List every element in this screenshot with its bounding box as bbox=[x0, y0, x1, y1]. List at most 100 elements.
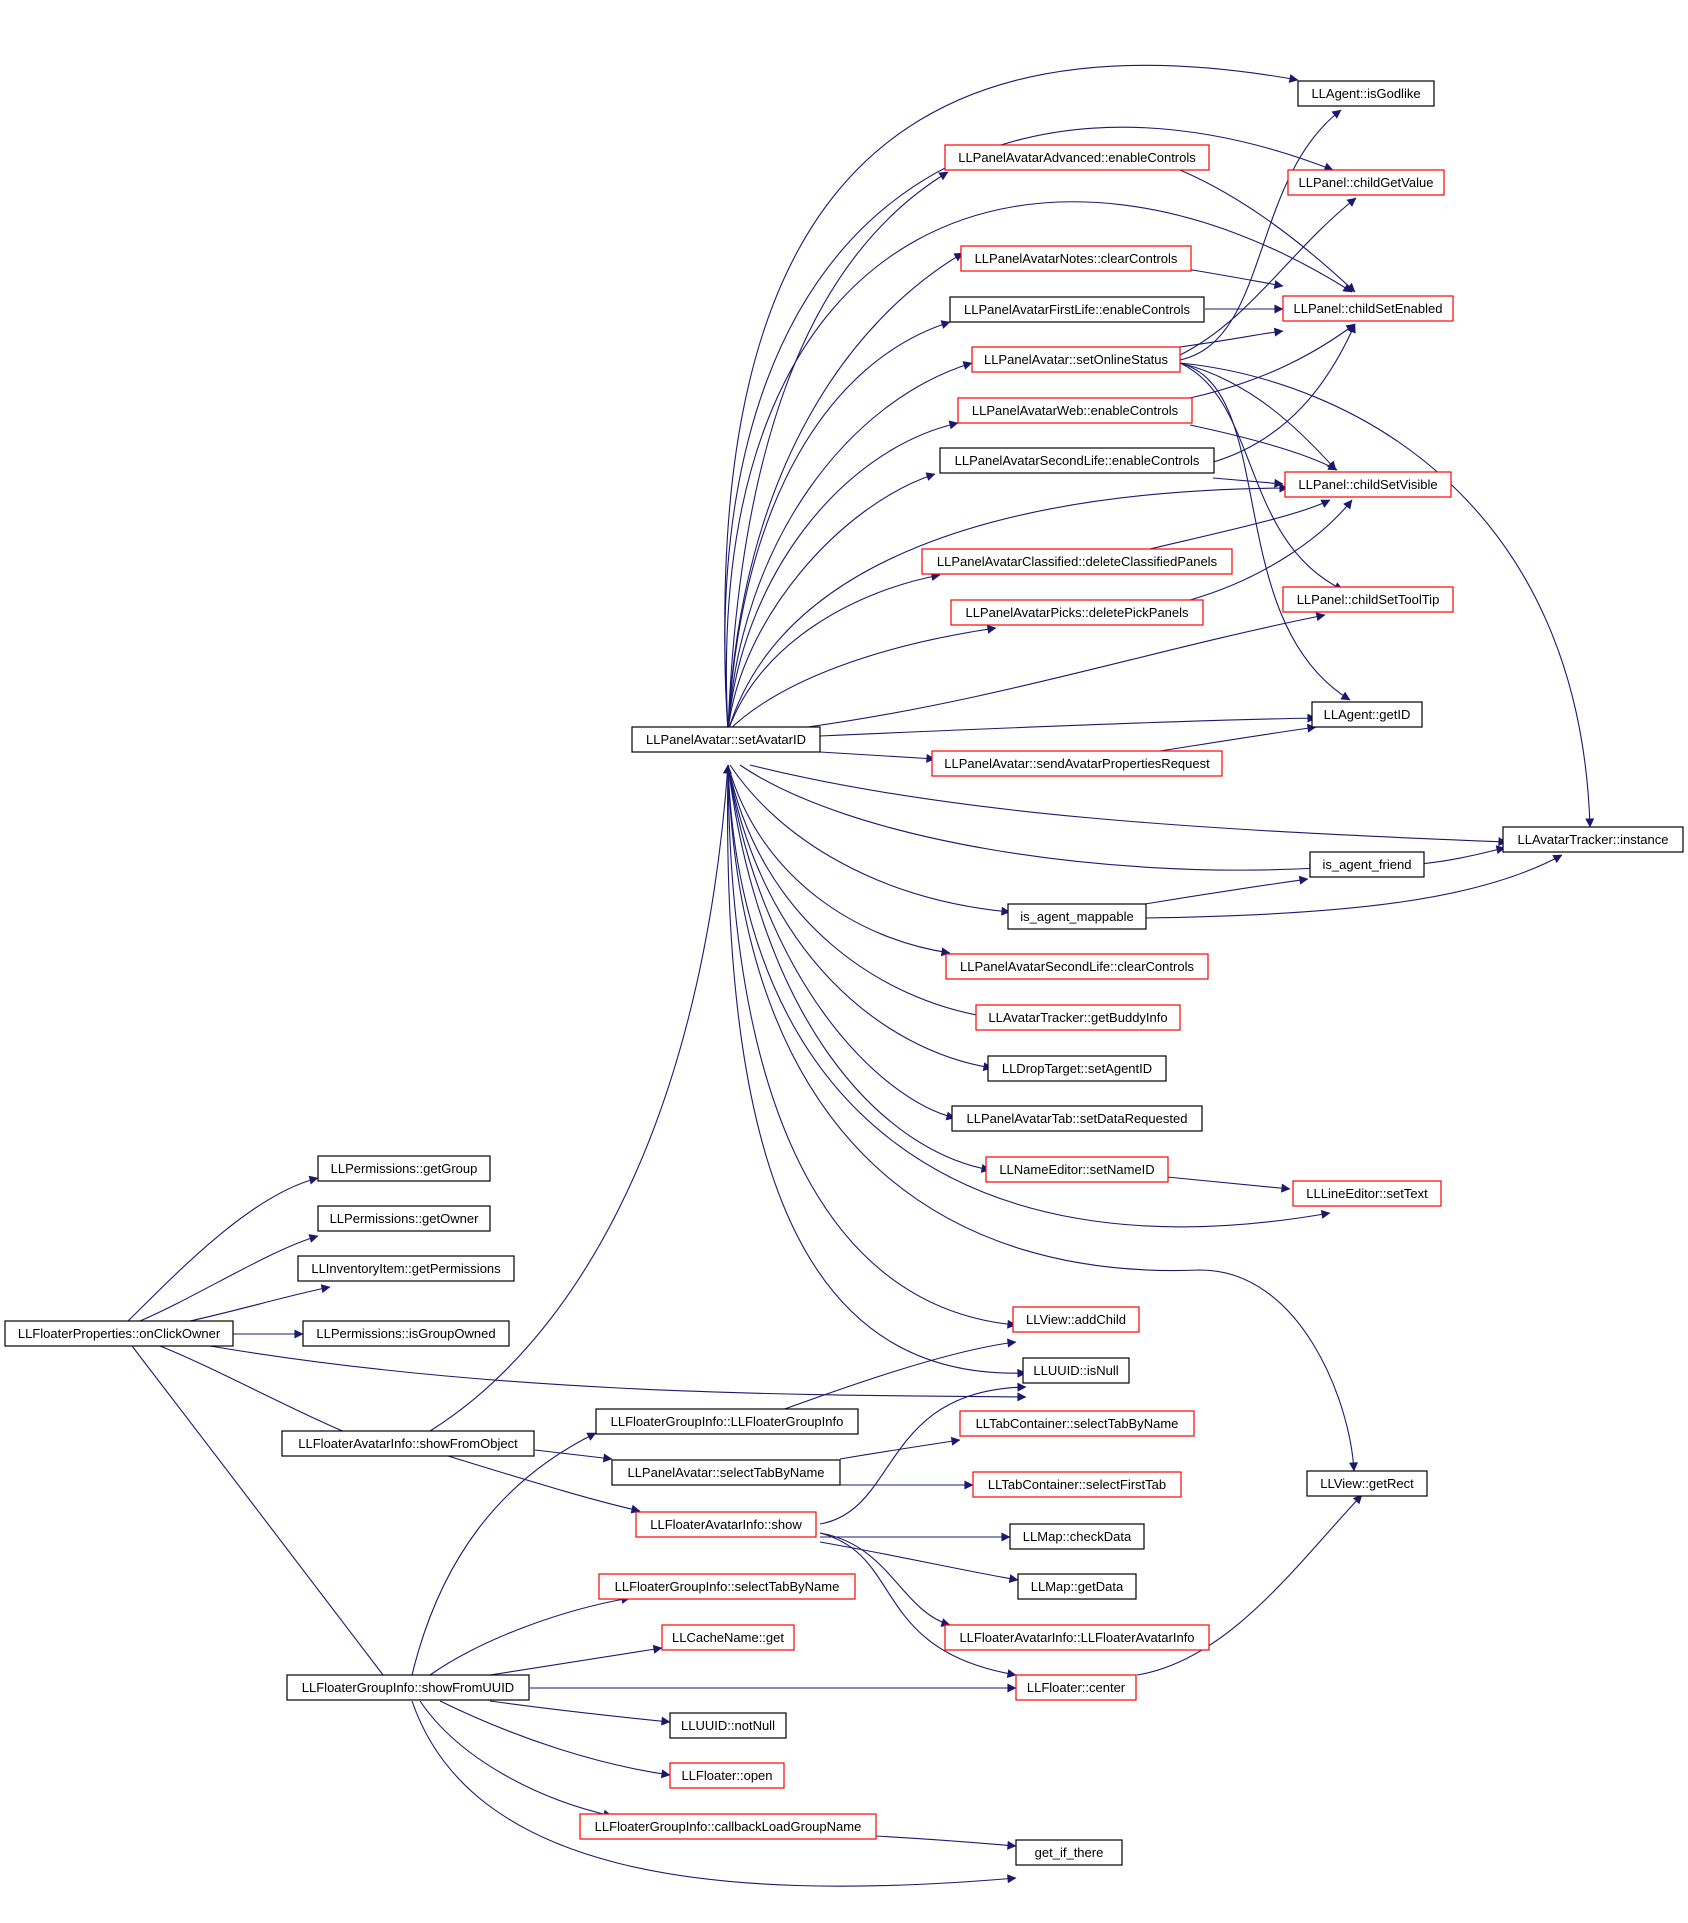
node-selecttabbyname[interactable]: LLPanelAvatar::selectTabByName bbox=[611, 1459, 841, 1486]
edge-setavatarid-setonlinestatus bbox=[727, 361, 973, 732]
node-sendreq[interactable]: LLPanelAvatar::sendAvatarPropertiesReque… bbox=[931, 750, 1223, 777]
node-slclear[interactable]: LLPanelAvatarSecondLife::clearControls bbox=[945, 953, 1209, 980]
node-childgetvalue[interactable]: LLPanel::childGetValue bbox=[1287, 169, 1445, 196]
edge-onlinestatus-getid bbox=[1179, 362, 1351, 701]
edge-center-getrect bbox=[1136, 1494, 1363, 1676]
node-getifthere[interactable]: get_if_there bbox=[1015, 1839, 1123, 1866]
svg-text:LLMap::getData: LLMap::getData bbox=[1031, 1579, 1124, 1594]
svg-text:LLAgent::isGodlike: LLAgent::isGodlike bbox=[1311, 86, 1420, 101]
node-getrect[interactable]: LLView::getRect bbox=[1306, 1470, 1428, 1497]
svg-text:LLPanel::childSetVisible: LLPanel::childSetVisible bbox=[1298, 477, 1437, 492]
edge-fgictor-addchild bbox=[759, 1338, 1017, 1419]
edge-showfromuuid-getifthere bbox=[411, 1700, 1017, 1887]
node-addchild[interactable]: LLView::addChild bbox=[1012, 1306, 1140, 1333]
edge-root-showfromobject bbox=[159, 1345, 373, 1445]
edge-showfromobject-selecttabbyname bbox=[534, 1449, 613, 1463]
node-getbuddyinfo[interactable]: LLAvatarTracker::getBuddyInfo bbox=[975, 1004, 1181, 1031]
edge-root-getpermissions bbox=[189, 1284, 331, 1322]
edge-setavatarid-childsetenabled bbox=[725, 201, 1353, 732]
svg-text:is_agent_mappable: is_agent_mappable bbox=[1020, 909, 1133, 924]
node-getgroup[interactable]: LLPermissions::getGroup bbox=[317, 1155, 491, 1182]
edge-slenable-childsetvisible bbox=[1212, 477, 1284, 488]
edge-ismappable-isfriend bbox=[1144, 875, 1309, 905]
node-getowner[interactable]: LLPermissions::getOwner bbox=[317, 1205, 491, 1232]
node-childsetenabled[interactable]: LLPanel::childSetEnabled bbox=[1282, 295, 1454, 322]
edge-setavatarid-slenable bbox=[727, 472, 936, 732]
node-setdatareq[interactable]: LLPanelAvatarTab::setDataRequested bbox=[951, 1105, 1203, 1132]
svg-text:LLPanelAvatarWeb::enableContro: LLPanelAvatarWeb::enableControls bbox=[972, 403, 1179, 418]
node-setagentid[interactable]: LLDropTarget::setAgentID bbox=[987, 1055, 1167, 1082]
svg-text:LLPanel::childSetEnabled: LLPanel::childSetEnabled bbox=[1294, 301, 1443, 316]
node-isnull[interactable]: LLUUID::isNull bbox=[1022, 1357, 1130, 1384]
svg-text:LLInventoryItem::getPermission: LLInventoryItem::getPermissions bbox=[311, 1261, 501, 1276]
svg-text:LLDropTarget::setAgentID: LLDropTarget::setAgentID bbox=[1002, 1061, 1152, 1076]
edge-sendreq-getid bbox=[1159, 723, 1317, 752]
node-showfromobject[interactable]: LLFloaterAvatarInfo::showFromObject bbox=[281, 1430, 535, 1457]
edge-showfromuuid-fgiselecttab bbox=[429, 1595, 631, 1676]
edge-setavatarid-childsettooltip bbox=[807, 612, 1326, 728]
node-webenable[interactable]: LLPanelAvatarWeb::enableControls bbox=[957, 397, 1193, 424]
node-tcselectbyname[interactable]: LLTabContainer::selectTabByName bbox=[959, 1410, 1195, 1437]
edge-setavatarid-addchild bbox=[727, 764, 1017, 1329]
node-delpicks[interactable]: LLPanelAvatarPicks::deletePickPanels bbox=[950, 599, 1204, 626]
edge-setavatarid-webenable bbox=[727, 420, 959, 732]
node-cacheget[interactable]: LLCacheName::get bbox=[661, 1624, 795, 1651]
node-showfromuuid[interactable]: LLFloaterGroupInfo::showFromUUID bbox=[286, 1674, 530, 1701]
node-firstlifeenable[interactable]: LLPanelAvatarFirstLife::enableControls bbox=[949, 296, 1205, 323]
node-fgictor[interactable]: LLFloaterGroupInfo::LLFloaterGroupInfo bbox=[595, 1408, 859, 1435]
node-getpermissions[interactable]: LLInventoryItem::getPermissions bbox=[297, 1255, 515, 1282]
svg-text:LLNameEditor::setNameID: LLNameEditor::setNameID bbox=[999, 1162, 1154, 1177]
node-faictor[interactable]: LLFloaterAvatarInfo::LLFloaterAvatarInfo bbox=[944, 1624, 1210, 1651]
svg-text:LLPanelAvatarAdvanced::enableC: LLPanelAvatarAdvanced::enableControls bbox=[958, 150, 1196, 165]
node-center[interactable]: LLFloater::center bbox=[1015, 1674, 1137, 1701]
edge-webenable-childsetenabled bbox=[1189, 323, 1356, 399]
node-setavatarid[interactable]: LLPanelAvatar::setAvatarID bbox=[631, 726, 821, 753]
edge-setavatarid-settext bbox=[727, 764, 1331, 1228]
node-ismappable[interactable]: is_agent_mappable bbox=[1007, 903, 1147, 930]
svg-text:LLPanelAvatarSecondLife::clear: LLPanelAvatarSecondLife::clearControls bbox=[960, 959, 1194, 974]
edge-isfriend-trackerinstance bbox=[1419, 845, 1506, 865]
edge-faishow-isnull bbox=[819, 1382, 1027, 1525]
node-setnameid[interactable]: LLNameEditor::setNameID bbox=[985, 1156, 1169, 1183]
node-advenable[interactable]: LLPanelAvatarAdvanced::enableControls bbox=[944, 144, 1210, 171]
node-isgodlike[interactable]: LLAgent::isGodlike bbox=[1297, 80, 1435, 107]
node-mapgetdata[interactable]: LLMap::getData bbox=[1017, 1573, 1137, 1600]
edge-showfromuuid-callbackload bbox=[419, 1700, 613, 1819]
svg-text:LLView::addChild: LLView::addChild bbox=[1026, 1312, 1126, 1327]
edge-setavatarid-slclear bbox=[727, 764, 951, 957]
node-tcselectfirst[interactable]: LLTabContainer::selectFirstTab bbox=[972, 1471, 1182, 1498]
svg-text:LLFloater::open: LLFloater::open bbox=[681, 1768, 772, 1783]
node-slenable[interactable]: LLPanelAvatarSecondLife::enableControls bbox=[939, 447, 1215, 474]
svg-text:LLPanelAvatarFirstLife::enable: LLPanelAvatarFirstLife::enableControls bbox=[964, 302, 1190, 317]
edge-setavatarid-setdatareq bbox=[727, 764, 956, 1121]
node-fgiselecttab[interactable]: LLFloaterGroupInfo::selectTabByName bbox=[598, 1573, 856, 1600]
svg-text:LLFloaterAvatarInfo::LLFloater: LLFloaterAvatarInfo::LLFloaterAvatarInfo bbox=[959, 1630, 1194, 1645]
node-faishow[interactable]: LLFloaterAvatarInfo::show bbox=[635, 1511, 817, 1538]
edge-setavatarid-childsetvisible bbox=[727, 483, 1289, 732]
node-setonlinestatus[interactable]: LLPanelAvatar::setOnlineStatus bbox=[971, 346, 1181, 373]
node-floateropen[interactable]: LLFloater::open bbox=[669, 1762, 785, 1789]
node-checkdata[interactable]: LLMap::checkData bbox=[1009, 1523, 1145, 1550]
node-isgroupowned[interactable]: LLPermissions::isGroupOwned bbox=[302, 1320, 510, 1347]
node-trackerinstance[interactable]: LLAvatarTracker::instance bbox=[1502, 826, 1684, 853]
node-childsettooltip[interactable]: LLPanel::childSetToolTip bbox=[1282, 586, 1454, 613]
svg-text:LLPermissions::getGroup: LLPermissions::getGroup bbox=[331, 1161, 478, 1176]
svg-text:LLPanelAvatar::setOnlineStatus: LLPanelAvatar::setOnlineStatus bbox=[984, 352, 1169, 367]
svg-text:LLFloater::center: LLFloater::center bbox=[1027, 1680, 1126, 1695]
edge-setavatarid-sendreq bbox=[819, 751, 936, 763]
node-childsetvisible[interactable]: LLPanel::childSetVisible bbox=[1284, 471, 1452, 498]
svg-text:LLPanelAvatarClassified::delet: LLPanelAvatarClassified::deleteClassifie… bbox=[937, 554, 1218, 569]
node-root[interactable]: LLFloaterProperties::onClickOwner bbox=[4, 1320, 234, 1347]
node-settext[interactable]: LLLineEditor::setText bbox=[1292, 1180, 1442, 1207]
edge-setavatarid-setagentid bbox=[727, 764, 993, 1072]
node-isfriend[interactable]: is_agent_friend bbox=[1309, 851, 1425, 878]
node-callbackload[interactable]: LLFloaterGroupInfo::callbackLoadGroupNam… bbox=[579, 1813, 877, 1840]
edge-ismappable-trackerinstance bbox=[1144, 854, 1563, 919]
node-notnull[interactable]: LLUUID::notNull bbox=[669, 1712, 787, 1739]
node-delclassified[interactable]: LLPanelAvatarClassified::deleteClassifie… bbox=[921, 548, 1233, 575]
edge-setavatarid-delclassified bbox=[727, 572, 941, 732]
edge-setavatarid-notesclear bbox=[727, 252, 964, 732]
edge-setavatarid-getbuddyinfo bbox=[727, 764, 989, 1021]
node-notesclear[interactable]: LLPanelAvatarNotes::clearControls bbox=[960, 245, 1192, 272]
node-getid[interactable]: LLAgent::getID bbox=[1311, 701, 1423, 728]
